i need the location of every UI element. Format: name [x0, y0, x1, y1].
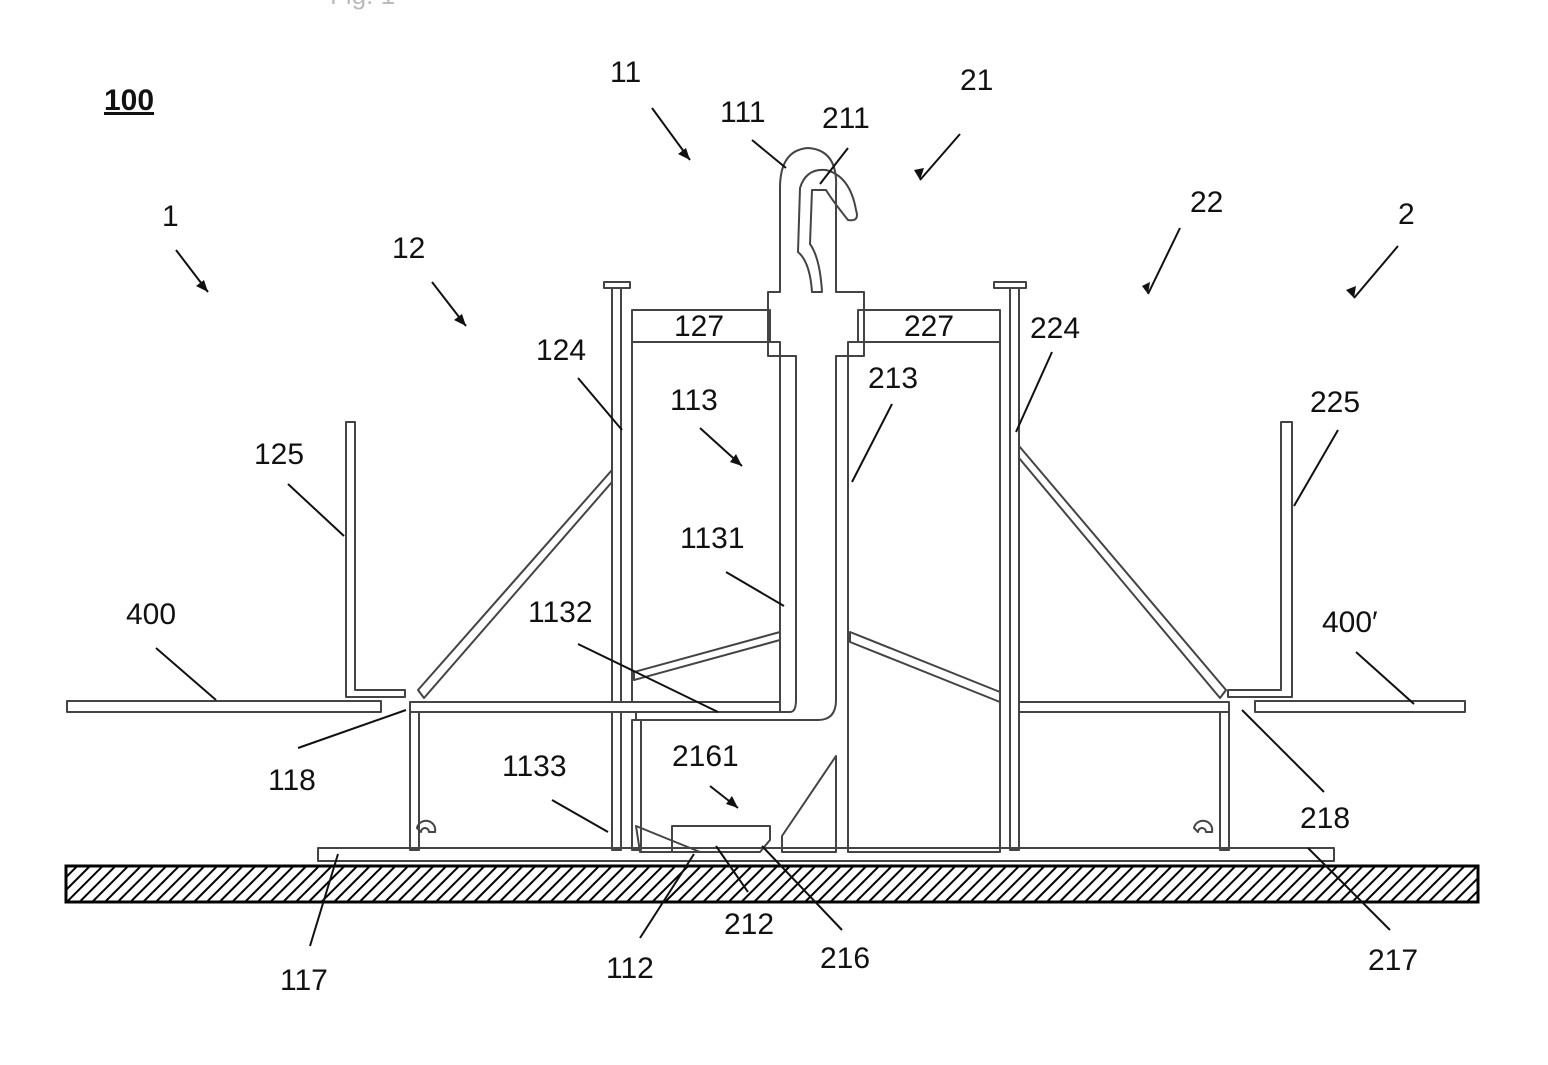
cover-sheet-right — [1255, 701, 1465, 712]
chamber-213 — [848, 342, 1000, 852]
hook-latch-211 — [798, 170, 857, 292]
label-124: 124 — [536, 334, 586, 367]
inner-chamber-brace — [634, 632, 780, 680]
label-2: 2 — [1398, 198, 1415, 231]
left-post-cap — [604, 282, 630, 288]
left-diagonal-brace — [418, 470, 612, 698]
arrowheads — [196, 148, 1356, 808]
label-211: 211 — [822, 102, 870, 135]
right-diagonal-brace — [1019, 446, 1226, 698]
label-1: 1 — [162, 200, 179, 233]
label-1133: 1133 — [502, 750, 567, 783]
label-2161: 2161 — [672, 740, 739, 773]
right-flange — [1228, 422, 1292, 697]
label-117: 117 — [280, 964, 328, 997]
base-plate — [318, 848, 1334, 861]
label-216: 216 — [820, 942, 870, 975]
cover-sheet-left — [67, 701, 381, 712]
label-12: 12 — [392, 232, 425, 265]
label-127: 127 — [674, 310, 724, 343]
label-118: 118 — [268, 764, 316, 797]
label-11: 11 — [610, 56, 641, 89]
right-screw-channel — [1194, 821, 1212, 832]
right-horizontal-web — [1019, 702, 1229, 712]
leader-lines — [156, 108, 1414, 946]
label-213: 213 — [868, 362, 918, 395]
assembly-number: 100 — [104, 84, 154, 117]
right-vertical-post — [1010, 288, 1019, 850]
label-218: 218 — [1300, 802, 1350, 835]
label-111: 111 — [720, 96, 766, 129]
chamber-213-brace — [850, 632, 1000, 702]
label-400: 400 — [126, 598, 176, 631]
label-1131: 1131 — [680, 522, 745, 555]
label-400-prime: 400′ — [1322, 606, 1378, 639]
left-vertical-post — [612, 288, 621, 702]
foot-216 — [782, 756, 836, 852]
hook-profile — [636, 148, 864, 720]
label-224: 224 — [1030, 312, 1080, 345]
label-21: 21 — [960, 64, 993, 97]
label-227: 227 — [904, 310, 954, 343]
label-22: 22 — [1190, 186, 1223, 219]
figure-caption: Fig. 1 — [330, 0, 395, 10]
label-217: 217 — [1368, 944, 1418, 977]
label-225: 225 — [1310, 386, 1360, 419]
left-inner-wall-lower — [612, 712, 621, 850]
left-flange — [346, 422, 405, 697]
label-212: 212 — [724, 908, 774, 941]
right-post-cap — [994, 282, 1026, 288]
label-112: 112 — [606, 952, 654, 985]
label-113: 113 — [670, 384, 718, 417]
left-horizontal-web — [410, 702, 780, 712]
right-outer-wall — [1220, 712, 1229, 850]
label-1132: 1132 — [528, 596, 593, 629]
hatched-substrate — [66, 866, 1478, 902]
label-125: 125 — [254, 438, 304, 471]
